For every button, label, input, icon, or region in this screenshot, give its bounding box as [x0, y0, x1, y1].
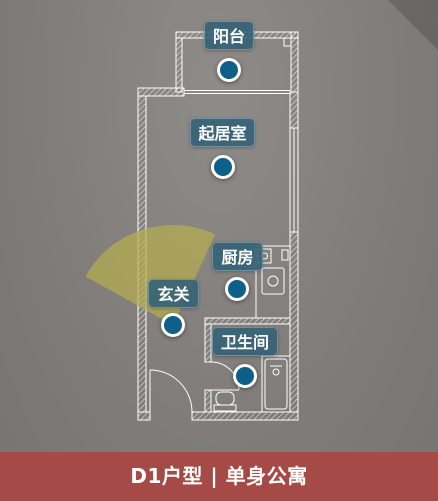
location-dot[interactable] [217, 58, 241, 82]
vanity [261, 355, 291, 413]
location-dot[interactable] [211, 155, 235, 179]
footer-bar: D1户型 | 单身公寓 [0, 452, 438, 501]
location-dot[interactable] [225, 277, 249, 301]
bath-left-wall-lower [204, 389, 212, 413]
hotspot-label[interactable]: 起居室 [190, 118, 255, 147]
kitchen-appliance [281, 249, 289, 261]
plan-details [149, 37, 299, 413]
kitchen-counter [255, 245, 291, 319]
bath-left-wall-upper [204, 323, 212, 363]
toilet-bowl [215, 391, 235, 406]
entry-door-swing [149, 369, 193, 413]
kitchen-bath-partition [204, 317, 291, 325]
hotspot-entrance[interactable]: 玄关 [148, 279, 199, 337]
basin-drain [272, 368, 280, 376]
hotspot-kitchen[interactable]: 厨房 [212, 242, 263, 301]
hotspot-label[interactable]: 卫生间 [212, 327, 278, 356]
hotspot-label[interactable]: 阳台 [204, 21, 254, 50]
hotspot-balcony[interactable]: 阳台 [204, 21, 254, 82]
living-top-wall [137, 87, 185, 97]
balcony-right-wall [290, 31, 299, 93]
sink-drain [267, 275, 279, 287]
hotspot-label[interactable]: 厨房 [212, 242, 263, 271]
corner-shadow [384, 0, 438, 56]
vanity-basin [264, 358, 288, 410]
balcony-notch [283, 37, 292, 47]
balcony-left-wall [175, 37, 183, 93]
hotspot-label[interactable]: 玄关 [148, 279, 199, 308]
bottom-wall-right [191, 411, 299, 421]
right-wall-upper [289, 91, 299, 129]
right-wall-lower [289, 231, 299, 413]
hotspot-bathroom[interactable]: 卫生间 [212, 327, 278, 388]
unit-type-title: D1户型 | 单身公寓 [130, 464, 308, 488]
toilet-tank [213, 404, 237, 412]
kitchen-sink [261, 267, 285, 295]
location-dot[interactable] [233, 364, 257, 388]
hotspot-living-room[interactable]: 起居室 [190, 118, 255, 179]
location-dot[interactable] [161, 313, 185, 337]
bottom-wall-left [137, 411, 151, 421]
